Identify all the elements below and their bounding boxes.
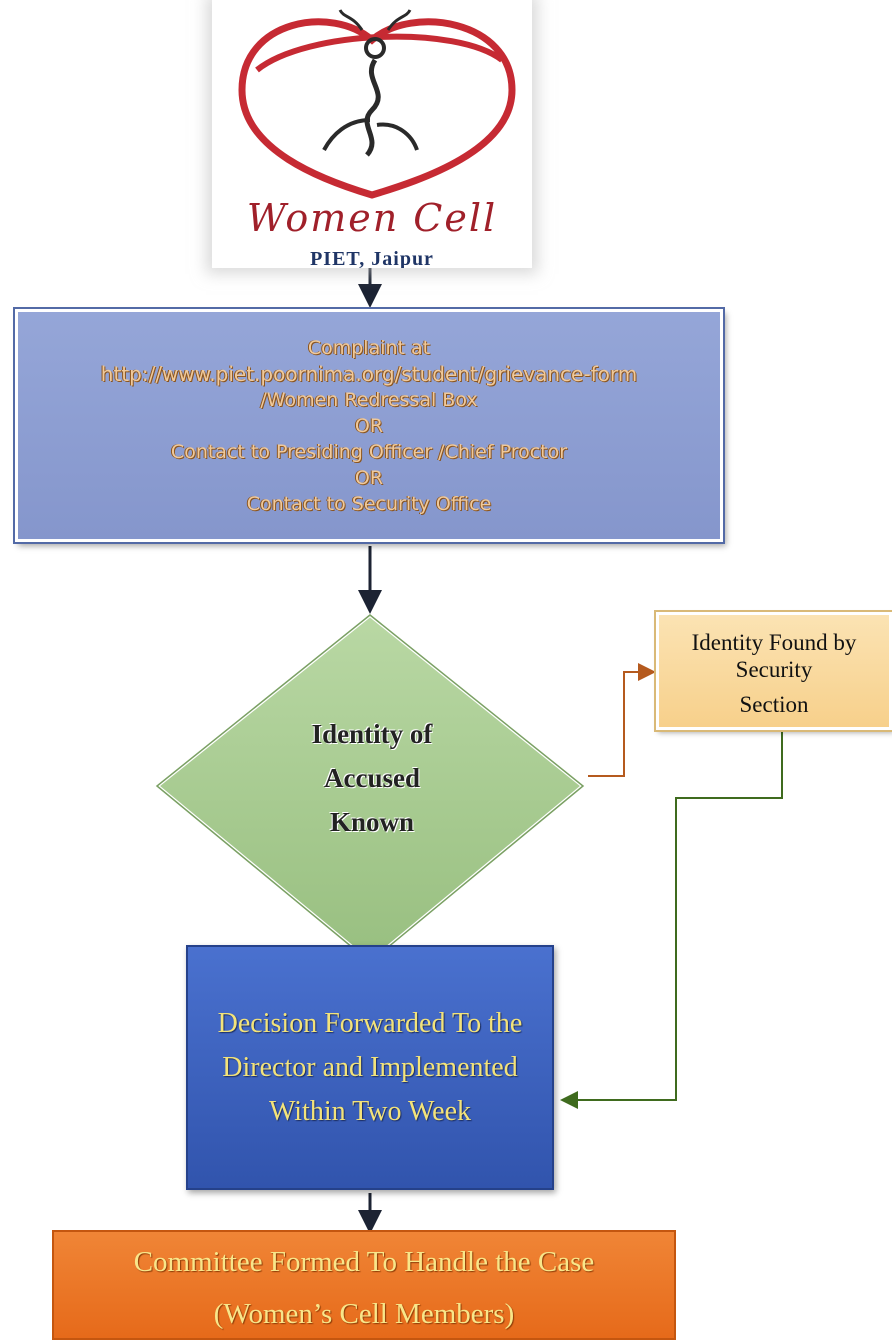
committee-line: (Women’s Cell Members) <box>213 1298 515 1330</box>
committee-line: Committee Formed To Handle the Case <box>133 1246 595 1278</box>
identity-found-line: Section <box>739 692 809 717</box>
complaint-or: OR <box>354 466 384 489</box>
identity-found-line: Security <box>735 657 813 682</box>
complaint-line: Complaint at <box>307 336 431 359</box>
complaint-line: Contact to Presiding Officer /Chief Proc… <box>170 440 568 463</box>
complaint-line: Contact to Security Office <box>246 492 492 515</box>
decision-forwarded-box: Decision Forwarded To the Director and I… <box>186 945 554 1190</box>
arrow-identity-found-to-decision <box>560 732 783 1109</box>
logo-subtitle: PIET, Jaipur <box>310 248 434 268</box>
committee-box: Committee Formed To Handle the Case (Wom… <box>52 1230 676 1340</box>
complaint-line: /Women Redressal Box <box>260 388 478 411</box>
complaint-url: http://www.piet.poornima.org/student/gri… <box>100 361 638 386</box>
complaint-box: Complaint at http://www.piet.poornima.or… <box>13 307 725 544</box>
diamond-label: Identity of Accused Known <box>262 712 482 844</box>
diamond-label-line: Known <box>329 807 415 837</box>
arrow-diamond-to-identity-found <box>588 663 656 777</box>
decision-forwarded-text: Decision Forwarded To the Director and I… <box>217 1007 523 1127</box>
logo-title: Women Cell <box>246 196 498 240</box>
diamond-label-line: Accused <box>324 763 420 793</box>
identity-found-box: Identity Found by Security Section <box>654 610 892 732</box>
heart-yoga-icon <box>238 9 516 199</box>
complaint-or: OR <box>354 414 384 437</box>
diamond-label-line: Identity of <box>311 719 433 749</box>
identity-found-line: Identity Found by <box>691 630 857 655</box>
women-cell-logo: Women Cell PIET, Jaipur <box>212 0 532 268</box>
